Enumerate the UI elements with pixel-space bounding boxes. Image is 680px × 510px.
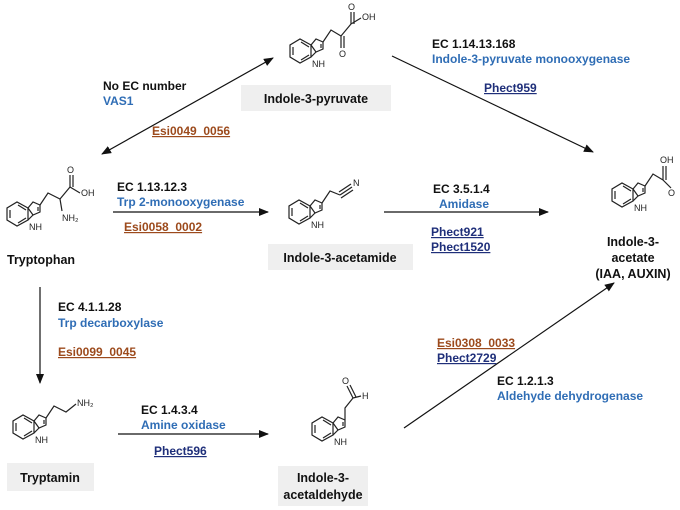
- label-iaa-line3: (IAA, AUXIN): [595, 267, 670, 281]
- box-tryptamin: [7, 463, 94, 491]
- box-indole-3-acetamide: [268, 244, 413, 270]
- atom-h-acetaldehyde: H: [362, 391, 369, 401]
- structure-indole-3-pyruvate: NH O O OH: [289, 2, 376, 69]
- gene-tryptamin-aldehyde[interactable]: Phect596: [154, 444, 207, 458]
- atom-oh-iaa: OH: [660, 155, 674, 165]
- arrow-pyruvate-iaa: [391, 55, 594, 153]
- label-indole-3-pyruvate: Indole-3-pyruvate: [264, 92, 368, 106]
- atom-nh-iaa: NH: [634, 203, 647, 213]
- enzyme-trp-tryptamin: Trp decarboxylase: [58, 316, 164, 330]
- box-indole-3-acetaldehyde: [278, 466, 368, 506]
- enzyme-tryptamin-aldehyde: Amine oxidase: [141, 418, 226, 432]
- atom-nh-acetamide: NH: [311, 220, 324, 230]
- atom-oh-tryptophan: OH: [81, 188, 95, 198]
- structure-tryptophan: NH O OH NH₂: [6, 165, 95, 232]
- arrow-aldehyde-iaa: [403, 282, 615, 429]
- label-tryptamin: Tryptamin: [20, 471, 80, 485]
- label-acetaldehyde-line1: Indole-3-: [297, 471, 349, 485]
- ec-pyruvate-iaa: EC 1.14.13.168: [432, 37, 516, 51]
- ec-aldehyde-iaa: EC 1.2.1.3: [497, 374, 554, 388]
- atom-o-iaa: O: [668, 188, 675, 198]
- ec-trp-tryptamin: EC 4.1.1.28: [58, 300, 122, 314]
- enzyme-aldehyde-iaa: Aldehyde dehydrogenase: [497, 389, 643, 403]
- enzyme-trp-pyruvate: VAS1: [103, 94, 134, 108]
- label-iaa-line2: acetate: [611, 251, 654, 265]
- enzyme-pyruvate-iaa: Indole-3-pyruvate monooxygenase: [432, 52, 630, 66]
- gene-aldehyde-iaa-2[interactable]: Phect2729: [437, 351, 497, 365]
- structure-tryptamin: NH NH₂: [12, 398, 94, 445]
- label-tryptophan: Tryptophan: [7, 253, 75, 267]
- gene-pyruvate-iaa[interactable]: Phect959: [484, 81, 537, 95]
- gene-trp-tryptamin[interactable]: Esi0099_0045: [58, 345, 136, 359]
- atom-n-acetamide: N: [353, 178, 360, 188]
- arrow-trp-pyruvate: [101, 57, 274, 155]
- box-indole-3-pyruvate: [241, 85, 391, 111]
- enzyme-trp-acetamide: Trp 2-monooxygenase: [117, 195, 245, 209]
- ec-acetamide-iaa: EC 3.5.1.4: [433, 182, 490, 196]
- atom-o-tryptophan: O: [67, 165, 74, 175]
- atom-o-pyruvate-1: O: [339, 49, 346, 59]
- structure-indole-3-acetaldehyde: NH O H: [311, 376, 369, 447]
- atom-o-acetaldehyde: O: [342, 376, 349, 386]
- atom-nh-tryptamin: NH: [35, 435, 48, 445]
- structure-indole-3-acetamide: NH N: [288, 178, 360, 230]
- label-acetaldehyde-line2: acetaldehyde: [283, 488, 362, 502]
- gene-aldehyde-iaa-1[interactable]: Esi0308_0033: [437, 336, 515, 350]
- atom-nh-pyruvate: NH: [312, 59, 325, 69]
- atom-o-pyruvate-2: O: [348, 2, 355, 12]
- structure-iaa: NH O OH: [611, 155, 675, 213]
- gene-trp-pyruvate[interactable]: Esi0049_0056: [152, 124, 230, 138]
- enzyme-acetamide-iaa: Amidase: [439, 197, 489, 211]
- label-iaa-line1: Indole-3-: [607, 235, 659, 249]
- atom-nh-tryptophan: NH: [29, 222, 42, 232]
- ec-tryptamin-aldehyde: EC 1.4.3.4: [141, 403, 198, 417]
- gene-trp-acetamide[interactable]: Esi0058_0002: [124, 220, 202, 234]
- label-indole-3-acetamide: Indole-3-acetamide: [283, 251, 396, 265]
- ec-trp-pyruvate: No EC number: [103, 79, 187, 93]
- atom-nh-acetaldehyde: NH: [334, 437, 347, 447]
- ec-trp-acetamide: EC 1.13.12.3: [117, 180, 187, 194]
- atom-nh2-tryptamin: NH₂: [77, 398, 94, 408]
- atom-nh2-tryptophan: NH₂: [62, 213, 79, 223]
- gene-acetamide-iaa-1[interactable]: Phect921: [431, 225, 484, 239]
- gene-acetamide-iaa-2[interactable]: Phect1520: [431, 240, 491, 254]
- atom-oh-pyruvate: OH: [362, 12, 376, 22]
